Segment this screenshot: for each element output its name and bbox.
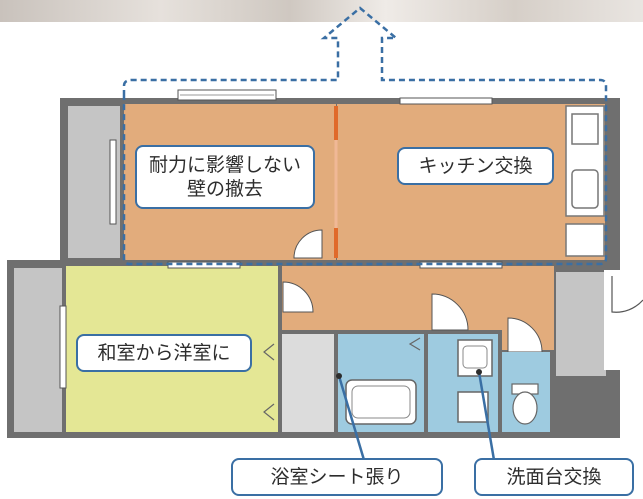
door-swing-toilet <box>507 317 543 353</box>
fridge-space <box>565 223 605 257</box>
lower-left-closet <box>14 268 62 432</box>
door-swing-hall <box>282 281 314 313</box>
washbasin-leader-line <box>477 371 496 461</box>
storage-closet <box>282 334 334 432</box>
stove-burner <box>571 113 599 145</box>
window-top-right <box>399 97 493 105</box>
door-swing-upper <box>293 229 323 259</box>
bathroom-leader-line <box>337 375 366 461</box>
japanese-room-label: 和室から洋室に <box>76 334 252 372</box>
wall-removal-label-line1: 耐力に影響しない <box>148 154 301 176</box>
wall-removal-label-line2: 壁の撤去 <box>186 178 263 200</box>
photo-background-strip <box>0 0 643 22</box>
remodel-area-outline <box>122 6 608 266</box>
washbasin-label: 洗面台交換 <box>474 458 634 496</box>
kitchen-sink <box>571 169 599 209</box>
door-swing-washroom <box>431 293 469 331</box>
entrance-door-swing <box>611 276 643 313</box>
bathroom-label: 浴室シート張り <box>231 458 443 496</box>
entrance-shoe-closet <box>556 272 606 376</box>
wall-removal-label: 耐力に影響しない 壁の撤去 <box>135 145 315 209</box>
kitchen-label: キッチン交換 <box>397 147 554 185</box>
toilet <box>512 391 538 425</box>
